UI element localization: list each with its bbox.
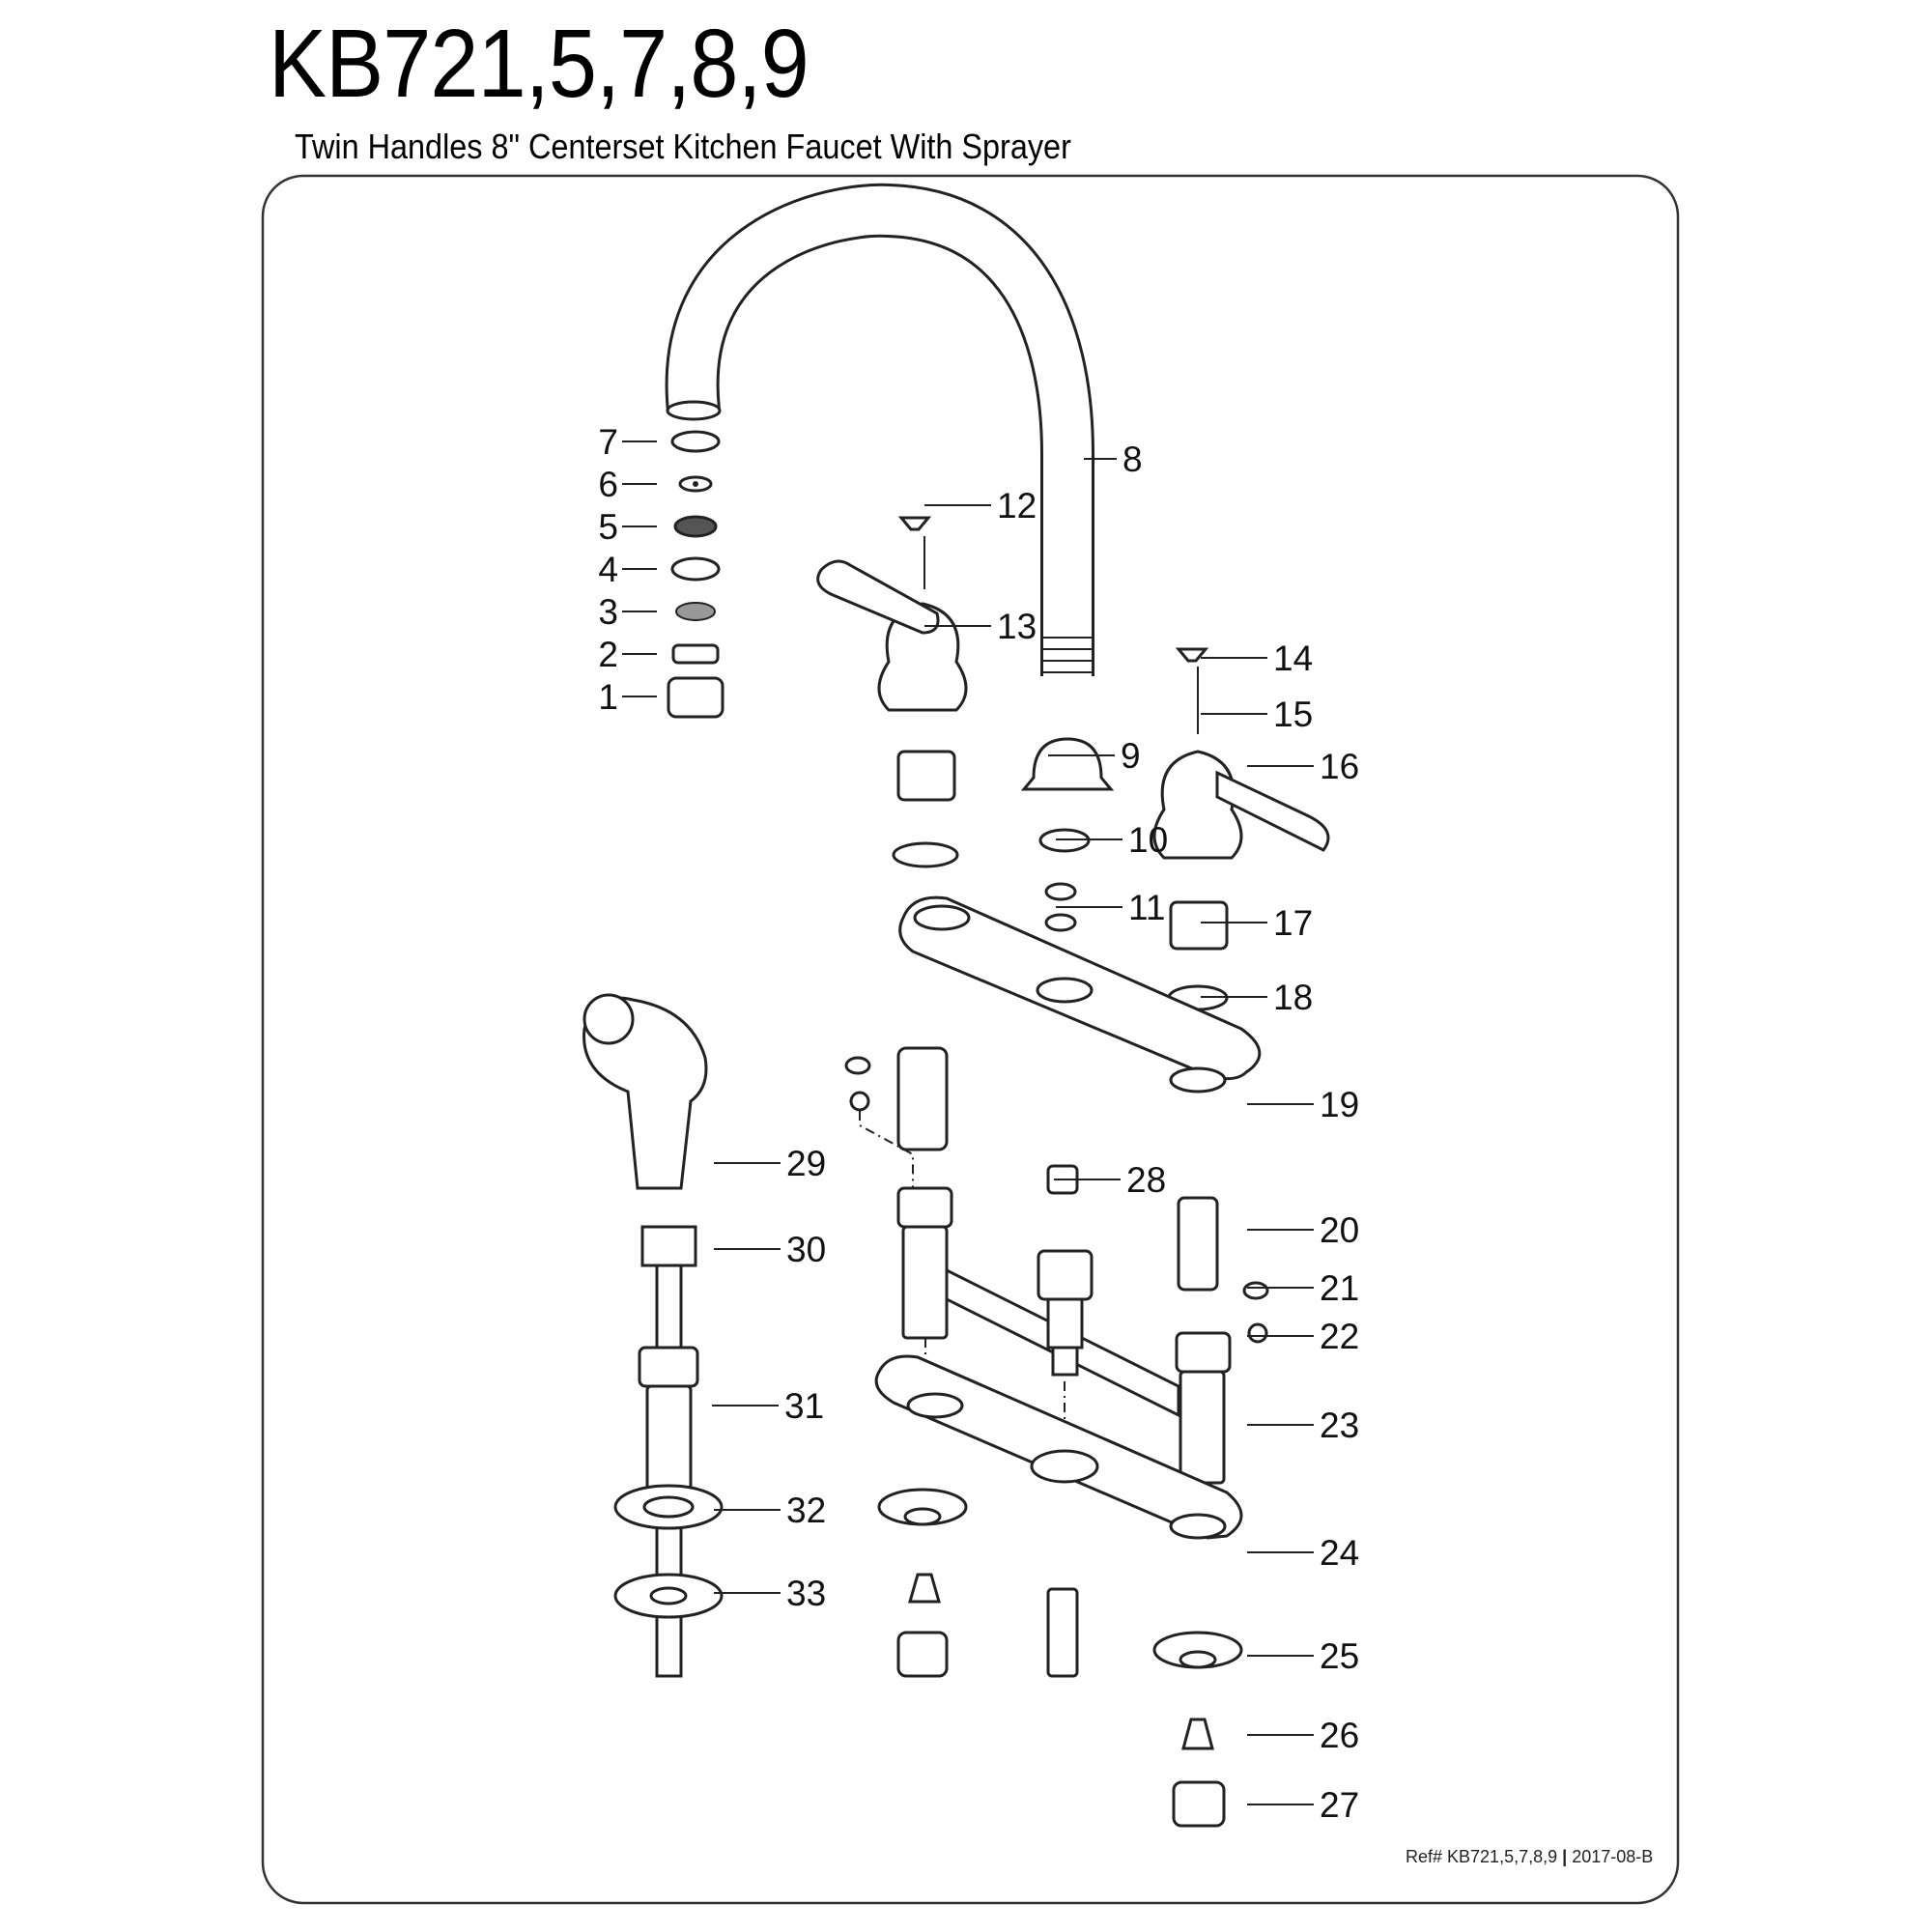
mounting-hardware — [877, 1488, 1243, 1828]
aerator-parts — [667, 430, 724, 719]
part-label-17: 17 — [1273, 903, 1313, 943]
part-label-6: 6 — [598, 465, 618, 504]
part-label-18: 18 — [1273, 978, 1313, 1017]
left-handle-assembly — [816, 516, 968, 1212]
part-label-1: 1 — [598, 677, 618, 717]
spout — [665, 183, 1094, 676]
part-label-7: 7 — [598, 422, 618, 462]
part-label-10: 10 — [1128, 820, 1168, 860]
reference-footer: Ref# KB721,5,7,8,9 | 2017-08-B — [1406, 1847, 1653, 1867]
diagram-frame — [261, 174, 1680, 1905]
deck-plate — [898, 895, 1262, 1094]
sprayer-assembly — [582, 993, 724, 1678]
valve-body — [896, 1186, 1269, 1521]
part-label-3: 3 — [598, 592, 618, 632]
model-title: KB721,5,7,8,9 — [269, 10, 810, 118]
part-label-22: 22 — [1320, 1317, 1359, 1356]
product-subtitle: Twin Handles 8" Centerset Kitchen Faucet… — [295, 127, 1071, 166]
part-label-23: 23 — [1320, 1406, 1359, 1445]
part-label-33: 33 — [786, 1574, 826, 1613]
part-label-20: 20 — [1320, 1210, 1359, 1250]
part-label-11: 11 — [1128, 888, 1165, 927]
part-label-32: 32 — [786, 1491, 826, 1530]
part-label-27: 27 — [1320, 1785, 1359, 1825]
part-label-30: 30 — [786, 1230, 826, 1269]
part-label-13: 13 — [997, 607, 1037, 646]
leader-lines — [622, 440, 1314, 1805]
part-label-25: 25 — [1320, 1636, 1359, 1676]
part-label-29: 29 — [786, 1144, 826, 1183]
revision-code: 2017-08-B — [1572, 1847, 1654, 1866]
part-label-5: 5 — [598, 507, 618, 547]
part-label-15: 15 — [1273, 695, 1313, 734]
part-label-24: 24 — [1320, 1533, 1359, 1573]
part-label-9: 9 — [1121, 736, 1141, 776]
part-label-8: 8 — [1122, 440, 1143, 479]
part-label-19: 19 — [1320, 1085, 1359, 1124]
part-label-31: 31 — [784, 1386, 824, 1426]
part-label-16: 16 — [1320, 747, 1359, 786]
part-label-4: 4 — [598, 550, 618, 589]
part-label-12: 12 — [997, 486, 1037, 526]
part-label-21: 21 — [1320, 1268, 1359, 1308]
part-label-14: 14 — [1273, 639, 1313, 678]
part-label-2: 2 — [598, 635, 618, 674]
base-gasket — [874, 1354, 1243, 1540]
part-label-28: 28 — [1126, 1160, 1166, 1200]
ref-separator: | — [1562, 1847, 1568, 1866]
right-handle-assembly — [1152, 647, 1330, 1011]
ref-number: Ref# KB721,5,7,8,9 — [1406, 1847, 1558, 1866]
part-label-26: 26 — [1320, 1716, 1359, 1755]
